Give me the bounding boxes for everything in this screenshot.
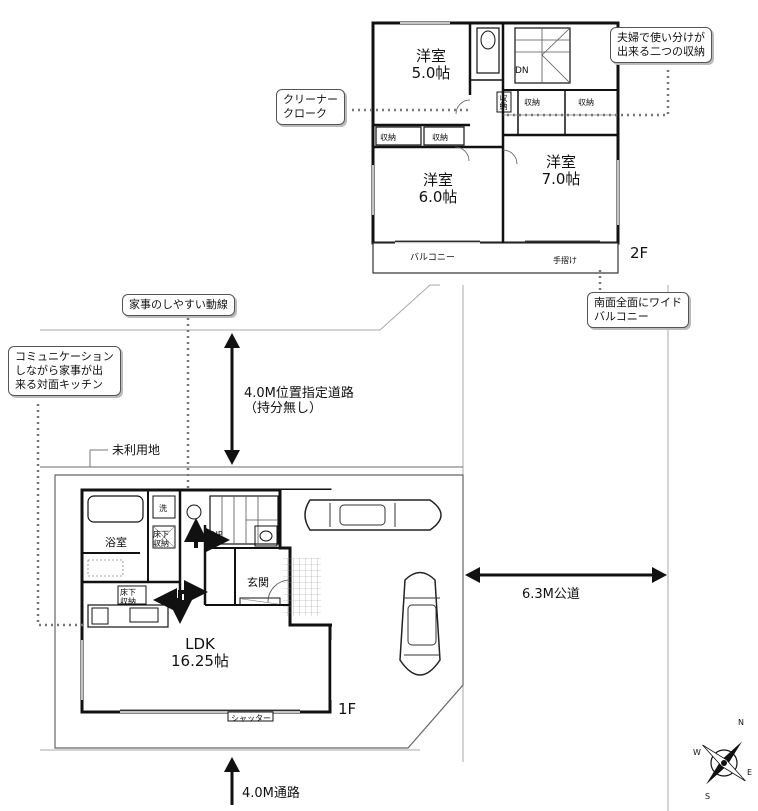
- compass-s: S: [705, 792, 711, 801]
- closet-label-3: 収納: [524, 98, 540, 107]
- stairs-2f: [514, 27, 571, 84]
- shutter-label: シャッター: [231, 714, 271, 723]
- underfloor-storage-label-2: 床下 収納: [120, 588, 136, 606]
- stairs-down-label: DN: [515, 66, 529, 76]
- unused-land-label: 未利用地: [112, 443, 161, 457]
- east-road-arrow: [465, 567, 667, 583]
- north-road-label: 4.0M位置指定道路 （持分無し）: [244, 386, 354, 416]
- callout-leaders: [36, 70, 670, 627]
- compass-n: N: [738, 718, 744, 727]
- compass-w: W: [693, 748, 701, 757]
- wash-label: 洗: [159, 504, 167, 513]
- closet-label-1: 収納: [380, 133, 396, 142]
- underfloor-storage-label: 床下 収納: [153, 530, 169, 548]
- compass-icon: [702, 741, 746, 785]
- callout-storage: 夫婦で使い分けが 出来る二つの収納: [610, 27, 712, 63]
- stairs-1f: [209, 495, 279, 545]
- floor-label-1f: 1F: [338, 700, 357, 718]
- site-boundary: [40, 284, 669, 811]
- callout-cleaner-cloak: クリーナー クローク: [276, 89, 345, 125]
- entrance-label: 玄関: [247, 576, 269, 589]
- south-road-label: 4.0M通路: [242, 786, 300, 801]
- south-road-arrow: [224, 757, 240, 805]
- parked-car-1: [304, 499, 442, 531]
- compass-e: E: [747, 768, 753, 777]
- second-floor: [371, 21, 620, 274]
- first-floor: [80, 488, 333, 722]
- north-road-arrow: [224, 333, 240, 465]
- east-road-label: 6.3M公道: [522, 587, 580, 602]
- callout-wide-balcony: 南面全面にワイド バルコニー: [587, 292, 689, 328]
- parked-car-2: [399, 571, 441, 676]
- floor-label-2f: 2F: [630, 244, 649, 262]
- balcony-label: バルコニー: [410, 253, 455, 263]
- stairs-up-label: UP: [212, 530, 223, 539]
- callout-housework-flow: 家事のしやすい動線: [122, 294, 235, 316]
- bath-label: 浴室: [105, 536, 127, 549]
- cleaner-closet-label: 収納: [499, 94, 508, 110]
- closet-label-4: 収納: [578, 98, 594, 107]
- closet-label-2: 収納: [432, 133, 448, 142]
- callout-face-to-face-kitchen: コミュニケーション しながら家事が出 来る対面キッチン: [8, 346, 121, 396]
- handrail-label: 手摺け: [553, 256, 577, 265]
